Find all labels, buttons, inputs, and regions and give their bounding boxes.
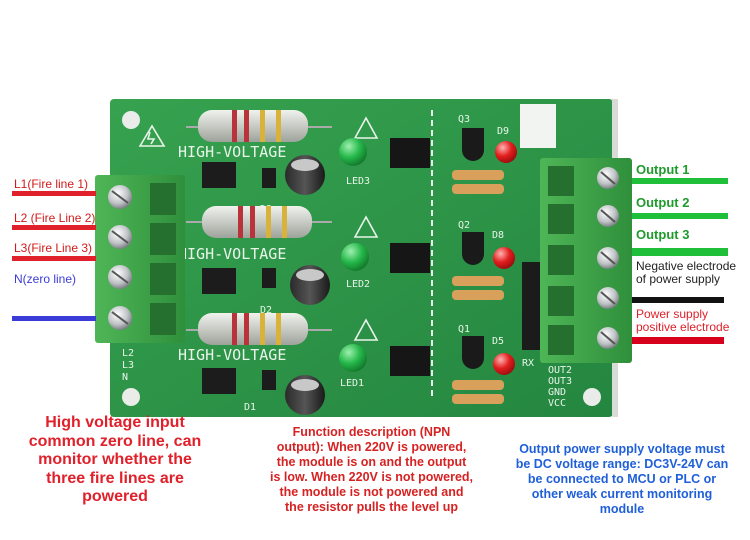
- silk-d9: D9: [497, 126, 509, 137]
- red-led: [493, 353, 515, 375]
- pin-header: [522, 262, 540, 350]
- silk-pin-n: N: [122, 372, 128, 383]
- power-resistor: [186, 110, 332, 142]
- silk-pin-l2: L2: [122, 348, 134, 359]
- silk-out2: OUT2: [548, 365, 572, 376]
- silk-high-voltage: HIGH-VOLTAGE: [178, 245, 286, 263]
- mount-hole: [583, 388, 601, 406]
- input-label-l3: L3(Fire Line 3): [14, 241, 93, 255]
- silk-d5: D5: [492, 336, 504, 347]
- silk-high-voltage: HIGH-VOLTAGE: [178, 346, 286, 364]
- input-wire-l1: [12, 191, 96, 196]
- input-label-l2: L2 (Fire Line 2): [14, 211, 96, 225]
- output-label-positive: Power supply positive electrode: [636, 307, 730, 334]
- output-description: Output power supply voltage must be DC v…: [515, 442, 729, 516]
- input-wire-l3: [12, 256, 96, 261]
- silk-q3: Q3: [458, 114, 470, 125]
- silk-pin-l3: L3: [122, 360, 134, 371]
- output-wire-2: [632, 213, 728, 219]
- input-wire-n: [12, 316, 96, 321]
- silk-d1: D1: [244, 402, 256, 413]
- mount-hole: [122, 388, 140, 406]
- silk-led2: LED2: [346, 279, 370, 290]
- power-resistor: [186, 206, 332, 238]
- silk-high-voltage: HIGH-VOLTAGE: [178, 143, 286, 161]
- output-wire-1: [632, 178, 728, 184]
- green-led: [339, 344, 367, 372]
- silk-led3: LED3: [346, 176, 370, 187]
- output-wire-positive: [632, 337, 724, 344]
- input-description: High voltage input common zero line, can…: [28, 414, 202, 506]
- silk-vcc: VCC: [548, 398, 566, 409]
- input-wire-l2: [12, 225, 96, 230]
- silk-gnd: GND: [548, 387, 566, 398]
- silk-q1: Q1: [458, 324, 470, 335]
- capacitor: [285, 375, 325, 415]
- input-label-l1: L1(Fire line 1): [14, 177, 89, 191]
- output-terminal-screws: [548, 166, 619, 355]
- optocoupler: [390, 138, 430, 376]
- silk-d2: D2: [260, 305, 272, 316]
- silk-rx: RX: [522, 358, 534, 369]
- output-wire-3: [632, 248, 728, 256]
- green-led: [339, 138, 367, 166]
- input-label-n: N(zero line): [14, 272, 77, 286]
- label-sticker: [520, 104, 556, 148]
- capacitor: [290, 265, 330, 305]
- mount-hole: [122, 111, 140, 129]
- output-wire-negative: [632, 297, 724, 303]
- capacitor: [285, 155, 325, 195]
- bridge-ic: [202, 162, 276, 394]
- small-resistor: [452, 170, 504, 404]
- output-label-3: Output 3: [636, 227, 690, 242]
- green-led: [341, 243, 369, 271]
- input-terminal-block: [95, 175, 185, 343]
- red-led: [495, 141, 517, 163]
- output-label-2: Output 2: [636, 195, 690, 210]
- silk-led1: LED1: [340, 378, 364, 389]
- output-label-1: Output 1: [636, 162, 690, 177]
- silk-d8: D8: [492, 230, 504, 241]
- function-description: Function description (NPN output): When …: [269, 425, 474, 514]
- silk-q2: Q2: [458, 220, 470, 231]
- red-led: [493, 247, 515, 269]
- transistor: [462, 128, 484, 369]
- power-resistor: [186, 313, 332, 345]
- input-terminal-screws: [108, 183, 176, 335]
- output-label-negative: Negative electrode of power supply: [636, 259, 737, 286]
- silk-out3: OUT3: [548, 376, 572, 387]
